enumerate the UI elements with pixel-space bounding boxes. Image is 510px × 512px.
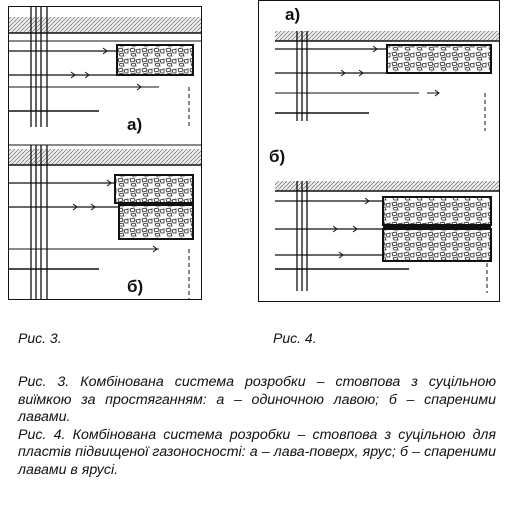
overlying-strata bbox=[9, 17, 201, 33]
scheme-4a bbox=[275, 31, 499, 131]
figure-3-caption: Рис. 3. bbox=[18, 330, 62, 346]
figure-4-label-a: а) bbox=[285, 5, 301, 24]
figure-4-caption: Рис. 4. bbox=[273, 330, 317, 346]
goaf-block bbox=[116, 44, 194, 76]
figure-4-label-b: б) bbox=[269, 147, 286, 166]
figure-3-label-b: б) bbox=[127, 277, 144, 296]
figure-3-description: Рис. 3. Комбінована система розробки – с… bbox=[18, 374, 496, 426]
scheme-3b bbox=[9, 145, 201, 299]
scheme-3a bbox=[9, 7, 201, 127]
figure-3-label-a: а) bbox=[127, 115, 143, 134]
figure-4-description: Рис. 4. Комбінована система розробки – с… bbox=[18, 426, 496, 478]
figure-description: Рис. 3. Комбінована система розробки – с… bbox=[18, 374, 496, 480]
figure-3-diagram bbox=[9, 7, 201, 299]
figure-3-panel: а) б) bbox=[8, 6, 202, 300]
figure-4-panel: а) б) bbox=[258, 0, 500, 302]
figure-4-diagram bbox=[275, 31, 499, 293]
scheme-4b bbox=[275, 181, 499, 293]
